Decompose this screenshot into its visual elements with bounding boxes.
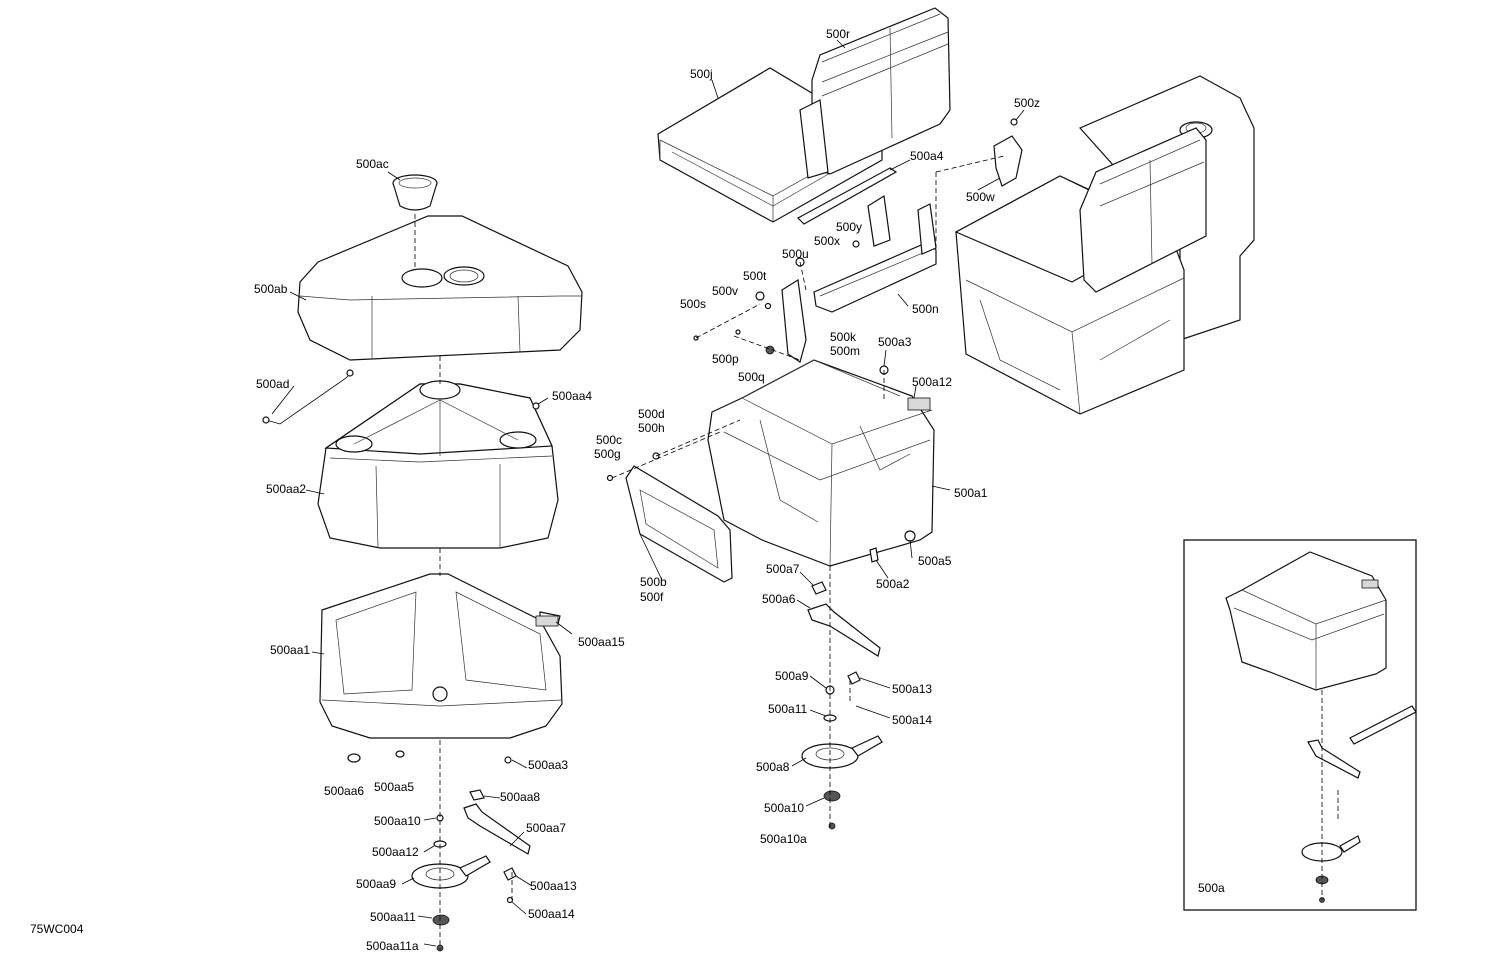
inset-frame <box>1183 539 1417 911</box>
label-500m: 500m <box>830 344 860 358</box>
leader-lines <box>271 39 1025 947</box>
label-500y: 500y <box>836 220 862 234</box>
label-500a7: 500a7 <box>766 562 800 576</box>
label-500a9: 500a9 <box>775 669 809 683</box>
callout-labels: 500r 500j 500z 500a4 500w 500ac 500y 500… <box>30 27 1225 953</box>
label-500aa9: 500aa9 <box>356 877 396 891</box>
label-500aa15: 500aa15 <box>578 635 625 649</box>
label-500aa7: 500aa7 <box>526 821 566 835</box>
label-500aa10: 500aa10 <box>374 814 421 828</box>
console-lid-part <box>297 215 583 361</box>
label-500n: 500n <box>912 302 939 316</box>
label-500aa4: 500aa4 <box>552 389 592 403</box>
label-500a1: 500a1 <box>954 486 988 500</box>
label-500aa13: 500aa13 <box>530 879 577 893</box>
label-500a11: 500a11 <box>768 702 807 716</box>
label-500aa5: 500aa5 <box>374 780 414 794</box>
cup-holder-part <box>392 174 438 211</box>
label-500aa3: 500aa3 <box>528 758 568 772</box>
swivel-plate-part <box>801 671 883 830</box>
label-500aa1: 500aa1 <box>270 643 310 657</box>
label-500w: 500w <box>966 190 995 204</box>
label-500aa14: 500aa14 <box>528 907 575 921</box>
label-500u: 500u <box>782 247 809 261</box>
label-500a13: 500a13 <box>892 682 932 696</box>
label-500x: 500x <box>814 234 840 248</box>
label-500z: 500z <box>1014 96 1040 110</box>
label-500j: 500j <box>690 67 713 81</box>
label-500s: 500s <box>680 297 706 311</box>
decal-part <box>907 397 931 411</box>
seat-bracket-part <box>813 194 937 313</box>
label-500aa2: 500aa2 <box>266 482 306 496</box>
label-500a14: 500a14 <box>892 713 932 727</box>
label-500a8: 500a8 <box>756 760 790 774</box>
decal-part-2 <box>535 615 559 627</box>
label-500a3: 500a3 <box>878 335 912 349</box>
label-500r: 500r <box>826 27 850 41</box>
seat-rail-part <box>797 167 898 225</box>
label-500a10: 500a10 <box>764 801 804 815</box>
label-500b: 500b <box>640 575 667 589</box>
label-500v: 500v <box>712 284 738 298</box>
label-500h: 500h <box>638 421 665 435</box>
label-500d: 500d <box>638 407 665 421</box>
side-panel-part <box>625 465 733 583</box>
cable-part <box>262 369 354 425</box>
console-body-part <box>317 380 559 549</box>
inset-label: 500a <box>1198 881 1225 895</box>
side-plate-part <box>781 278 807 363</box>
label-500aa11a: 500aa11a <box>366 939 419 953</box>
label-500p: 500p <box>712 352 739 366</box>
seat-base-frame-part <box>707 359 935 567</box>
label-500c: 500c <box>596 433 622 447</box>
console-base-part <box>319 573 563 739</box>
label-500t: 500t <box>743 269 767 283</box>
label-500a2: 500a2 <box>876 577 910 591</box>
assembled-seat-unit <box>954 75 1255 415</box>
label-500aa12: 500aa12 <box>372 845 419 859</box>
label-500a6: 500a6 <box>762 592 796 606</box>
diagram-id-label: 75WC004 <box>30 922 84 936</box>
label-500f: 500f <box>640 590 664 604</box>
label-500q: 500q <box>738 370 765 384</box>
label-500aa6: 500aa6 <box>324 784 364 798</box>
label-500aa8: 500aa8 <box>500 790 540 804</box>
label-500a5: 500a5 <box>918 554 952 568</box>
seat-backrest-part <box>799 7 951 179</box>
label-500ad: 500ad <box>256 377 289 391</box>
label-500k: 500k <box>830 330 857 344</box>
inset-view <box>1183 539 1417 911</box>
swivel-lever-part <box>807 581 881 657</box>
clamp-part <box>993 118 1023 187</box>
hardware-fasteners <box>532 240 916 563</box>
assembly-lines <box>414 155 1005 950</box>
label-500g: 500g <box>594 447 621 461</box>
label-500a4: 500a4 <box>910 149 944 163</box>
label-500aa11: 500aa11 <box>370 910 416 924</box>
label-500a12: 500a12 <box>912 375 952 389</box>
label-500ac: 500ac <box>356 157 389 171</box>
label-500a10a: 500a10a <box>760 832 807 846</box>
label-500ab: 500ab <box>254 282 288 296</box>
